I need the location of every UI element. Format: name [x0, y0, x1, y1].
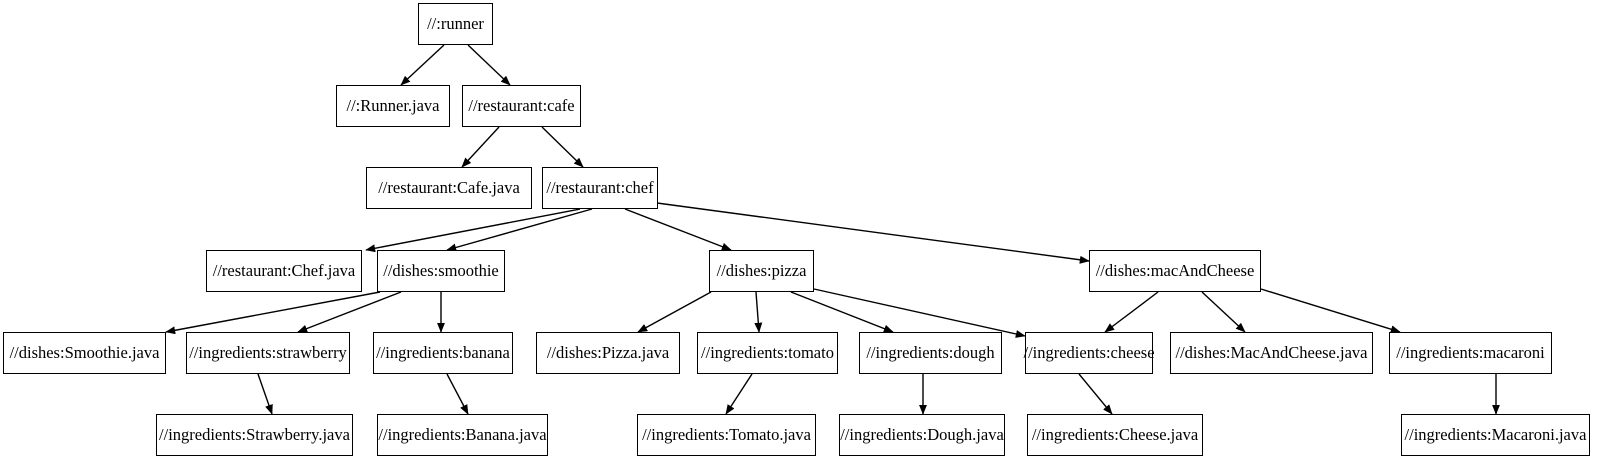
graph-node-chef_java[interactable]: //restaurant:Chef.java: [206, 250, 362, 292]
graph-node-mac_java[interactable]: //dishes:MacAndCheese.java: [1170, 332, 1373, 374]
graph-node-strawberry_java[interactable]: //ingredients:Strawberry.java: [156, 414, 353, 456]
graph-edge-runner-to-runner_java: [400, 44, 445, 86]
graph-node-label: //:runner: [427, 13, 484, 33]
graph-node-label: //dishes:Smoothie.java: [9, 342, 160, 362]
graph-node-label: //restaurant:chef: [546, 177, 654, 197]
graph-node-label: //ingredients:cheese: [1023, 342, 1155, 362]
graph-node-label: //dishes:smoothie: [383, 260, 499, 280]
graph-node-label: //ingredients:Tomato.java: [642, 424, 811, 444]
graph-edge-ing_tomato-to-tomato_java: [725, 373, 753, 415]
graph-node-ing_tomato[interactable]: //ingredients:tomato: [697, 332, 838, 374]
graph-node-dishes_smoothie[interactable]: //dishes:smoothie: [377, 250, 505, 292]
graph-node-smoothie_java[interactable]: //dishes:Smoothie.java: [3, 332, 166, 374]
graph-node-label: //dishes:MacAndCheese.java: [1175, 342, 1368, 362]
graph-edge-dishes_pizza-to-ing_dough: [790, 291, 894, 333]
graph-node-ing_strawberry[interactable]: //ingredients:strawberry: [186, 332, 350, 374]
graph-node-runner[interactable]: //:runner: [418, 3, 493, 45]
graph-node-label: //ingredients:Cheese.java: [1031, 424, 1199, 444]
graph-edge-dishes_smoothie-to-ing_strawberry: [297, 291, 402, 333]
graph-edge-ing_banana-to-banana_java: [446, 373, 469, 415]
graph-node-restaurant_cafe[interactable]: //restaurant:cafe: [462, 85, 581, 127]
graph-node-ing_dough[interactable]: //ingredients:dough: [859, 332, 1002, 374]
graph-node-tomato_java[interactable]: //ingredients:Tomato.java: [637, 414, 816, 456]
graph-edge-restaurant_chef-to-chef_java: [365, 208, 581, 253]
graph-node-pizza_java[interactable]: //dishes:Pizza.java: [536, 332, 680, 374]
graph-node-dishes_mac[interactable]: //dishes:macAndCheese: [1089, 250, 1261, 292]
graph-node-label: //dishes:Pizza.java: [546, 342, 670, 362]
graph-node-macaroni_java[interactable]: //ingredients:Macaroni.java: [1401, 414, 1590, 456]
graph-edge-dishes_smoothie-to-smoothie_java: [165, 291, 381, 335]
graph-edge-restaurant_cafe-to-cafe_java: [461, 126, 500, 168]
graph-node-banana_java[interactable]: //ingredients:Banana.java: [377, 414, 548, 456]
graph-edge-dishes_mac-to-mac_java: [1201, 291, 1246, 333]
graph-node-label: //:Runner.java: [346, 95, 440, 115]
graph-edge-dishes_pizza-to-pizza_java: [637, 291, 712, 333]
graph-node-ing_macaroni[interactable]: //ingredients:macaroni: [1389, 332, 1552, 374]
graph-node-dough_java[interactable]: //ingredients:Dough.java: [839, 414, 1005, 456]
graph-node-ing_cheese[interactable]: //ingredients:cheese: [1023, 332, 1155, 374]
graph-node-cheese_java[interactable]: //ingredients:Cheese.java: [1027, 414, 1203, 456]
graph-node-label: //ingredients:tomato: [701, 342, 834, 362]
graph-node-label: //restaurant:cafe: [468, 95, 575, 115]
graph-edge-dishes_mac-to-ing_cheese: [1104, 291, 1159, 333]
graph-node-label: //ingredients:Macaroni.java: [1404, 424, 1587, 444]
graph-node-ing_banana[interactable]: //ingredients:banana: [373, 332, 513, 374]
graph-node-label: //restaurant:Chef.java: [212, 260, 356, 280]
graph-edge-dishes_pizza-to-ing_tomato: [754, 291, 763, 333]
graph-node-restaurant_chef[interactable]: //restaurant:chef: [542, 167, 658, 209]
graph-node-label: //ingredients:Dough.java: [840, 424, 1004, 444]
graph-node-dishes_pizza[interactable]: //dishes:pizza: [709, 250, 814, 292]
graph-node-label: //ingredients:banana: [376, 342, 510, 362]
graph-node-runner_java[interactable]: //:Runner.java: [336, 85, 450, 127]
graph-edge-runner-to-restaurant_cafe: [467, 44, 511, 86]
graph-edge-restaurant_chef-to-dishes_pizza: [624, 208, 732, 251]
graph-edge-restaurant_cafe-to-restaurant_chef: [541, 126, 584, 168]
graph-edge-restaurant_chef-to-dishes_smoothie: [446, 208, 593, 252]
graph-node-cafe_java[interactable]: //restaurant:Cafe.java: [366, 167, 532, 209]
graph-node-label: //dishes:macAndCheese: [1095, 260, 1255, 280]
graph-edge-ing_strawberry-to-strawberry_java: [257, 373, 273, 415]
graph-node-label: //ingredients:macaroni: [1396, 342, 1545, 362]
graph-edge-ing_cheese-to-cheese_java: [1078, 373, 1113, 415]
graph-node-label: //ingredients:Strawberry.java: [159, 424, 350, 444]
graph-node-label: //ingredients:strawberry: [189, 342, 347, 362]
graph-node-label: //ingredients:dough: [866, 342, 995, 362]
graph-node-label: //ingredients:Banana.java: [378, 424, 547, 444]
graph-edge-dishes_mac-to-ing_macaroni: [1260, 288, 1401, 334]
graph-edge-dishes_pizza-to-ing_cheese: [813, 288, 1026, 338]
graph-node-label: //restaurant:Cafe.java: [378, 177, 520, 197]
graph-node-label: //dishes:pizza: [716, 260, 807, 280]
